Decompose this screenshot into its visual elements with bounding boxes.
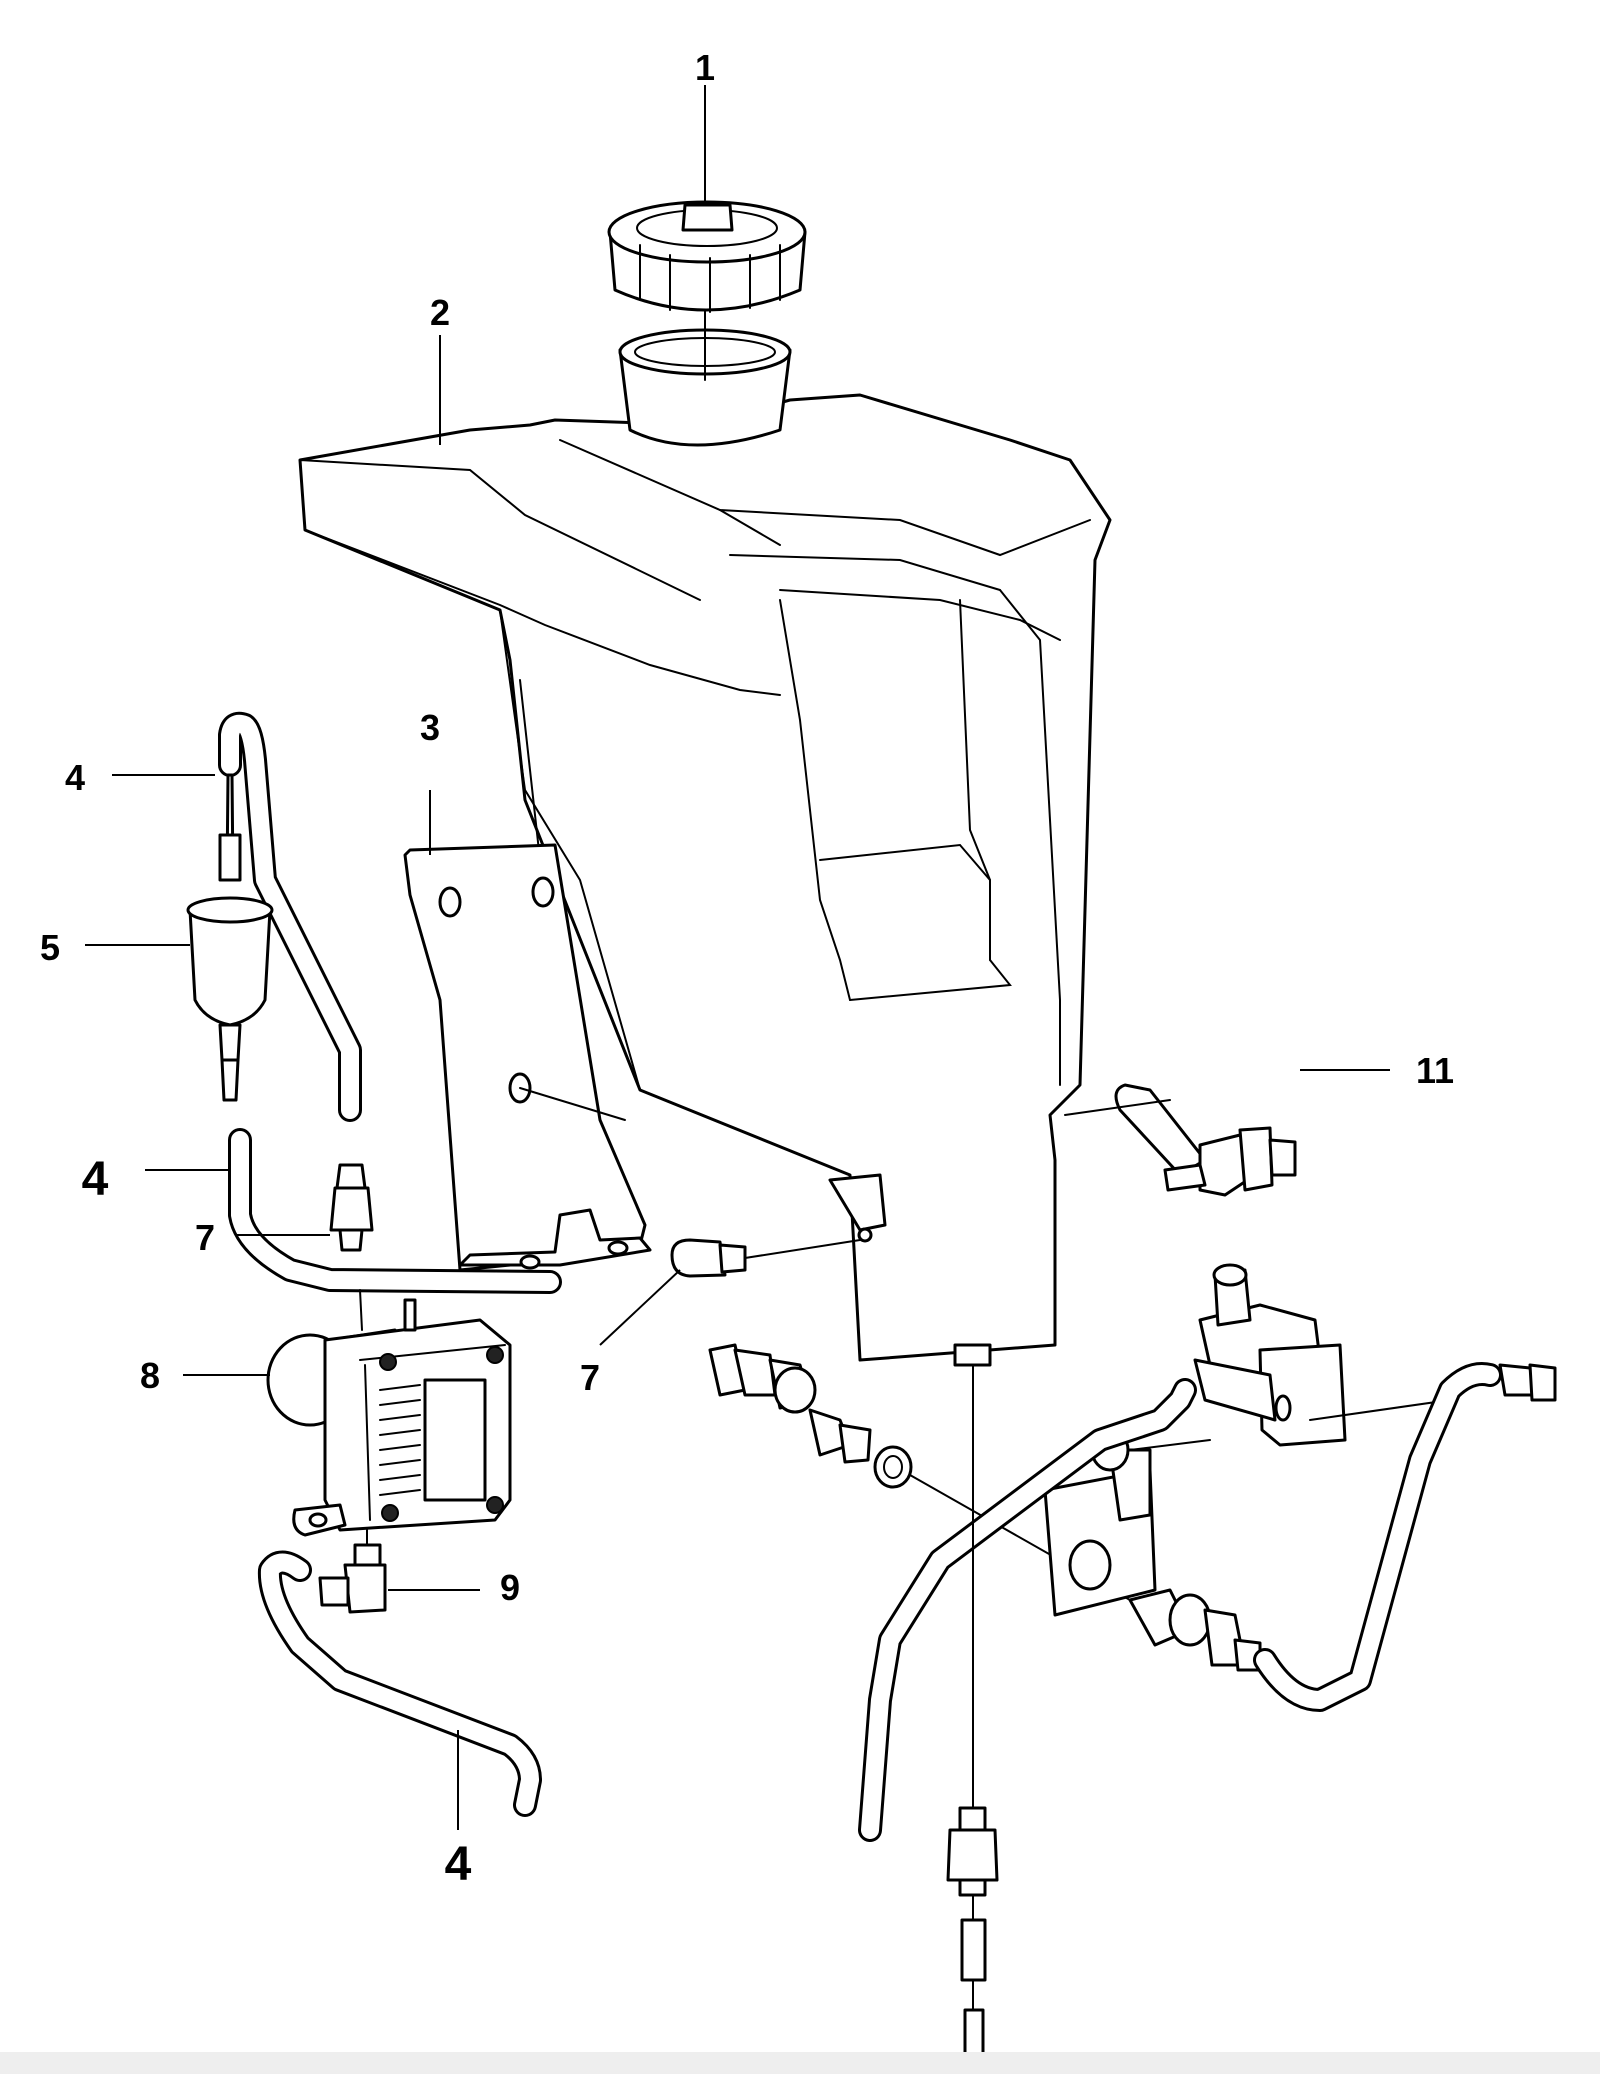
mounting-bracket: [403, 843, 652, 1272]
callout-7-center: 7: [580, 1357, 600, 1398]
callout-1: 1: [695, 47, 715, 88]
outlet-fitting-stack: [946, 1364, 999, 2062]
water-pump: [266, 1289, 512, 1537]
leader-lines: [85, 85, 1390, 1830]
drain-tap: [1064, 1083, 1297, 1197]
fuel-cap: [607, 200, 807, 313]
inline-filter: [186, 773, 274, 1102]
bottom-strip: [0, 2052, 1600, 2074]
hose-middle: [228, 1128, 562, 1294]
hose-fitting-lower: [670, 1238, 861, 1278]
callout-7-left: 7: [195, 1217, 215, 1258]
right-fittings-assembly: [708, 1263, 1557, 1842]
callout-3: 3: [420, 707, 440, 748]
callout-9: 9: [500, 1567, 520, 1608]
callout-11: 11: [1416, 1050, 1454, 1091]
callout-8: 8: [140, 1355, 160, 1396]
elbow-fitting: [318, 1529, 387, 1614]
callout-2: 2: [430, 292, 450, 333]
callout-4-lower: 4: [445, 1838, 472, 1891]
filler-neck: [618, 299, 792, 447]
hose-lower: [257, 1550, 542, 1817]
hose-fitting-upper: [329, 1163, 374, 1252]
callout-5: 5: [40, 927, 60, 968]
callout-4-upper: 4: [65, 757, 85, 798]
callout-labels: 1 2 3 4 4 4 5 7 7 8 9 11: [40, 47, 1454, 1891]
hose-upper: [218, 711, 362, 1122]
callout-4-middle: 4: [82, 1153, 109, 1206]
